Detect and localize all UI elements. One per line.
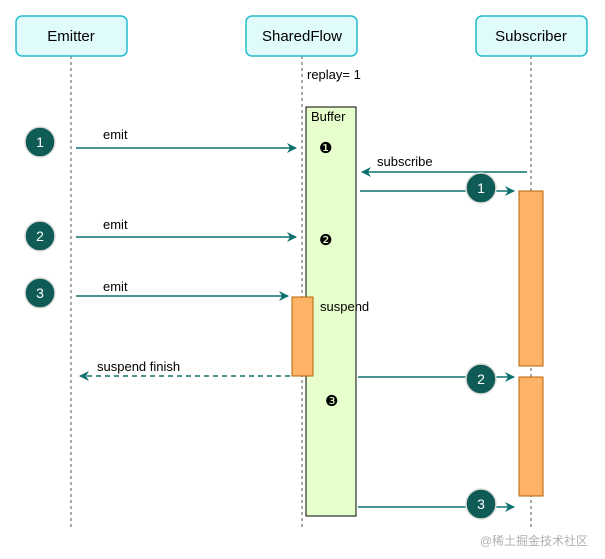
replay-label: replay= 1 <box>307 67 361 82</box>
subscriber-activation-2 <box>518 376 544 497</box>
buffer-label: Buffer <box>311 109 346 124</box>
svg-text:1: 1 <box>36 134 44 150</box>
participant-emitter-label: Emitter <box>47 28 95 45</box>
emit-label-1: emit <box>103 127 128 142</box>
svg-text:2: 2 <box>477 371 485 387</box>
subscriber-badge-1: 1 <box>465 172 497 204</box>
svg-text:3: 3 <box>477 496 485 512</box>
participant-emitter: Emitter <box>15 15 128 57</box>
subscribe-label: subscribe <box>377 154 433 169</box>
buffer-slot-1: ❶ <box>319 139 332 157</box>
participant-sharedflow: SharedFlow <box>245 15 358 57</box>
suspend-finish-label: suspend finish <box>97 359 180 374</box>
buffer-slot-2: ❷ <box>319 231 332 249</box>
subscriber-activation-1 <box>518 190 544 367</box>
svg-text:1: 1 <box>477 180 485 196</box>
svg-text:2: 2 <box>36 228 44 244</box>
emit-label-3: emit <box>103 279 128 294</box>
svg-text:3: 3 <box>36 285 44 301</box>
sharedflow-suspend-activation <box>291 296 314 377</box>
participant-subscriber: Subscriber <box>475 15 588 57</box>
emit-label-2: emit <box>103 217 128 232</box>
suspend-label: suspend <box>320 299 369 314</box>
participant-sharedflow-label: SharedFlow <box>262 28 342 45</box>
participant-subscriber-label: Subscriber <box>495 28 567 45</box>
watermark: @稀土掘金技术社区 <box>480 533 588 548</box>
emitter-badge-1: 1 <box>24 126 56 158</box>
subscriber-badge-3: 3 <box>465 488 497 520</box>
buffer-slot-3: ❸ <box>325 392 338 410</box>
emitter-badge-2: 2 <box>24 220 56 252</box>
emitter-badge-3: 3 <box>24 277 56 309</box>
buffer-box: Buffer <box>305 106 357 517</box>
subscriber-badge-2: 2 <box>465 363 497 395</box>
